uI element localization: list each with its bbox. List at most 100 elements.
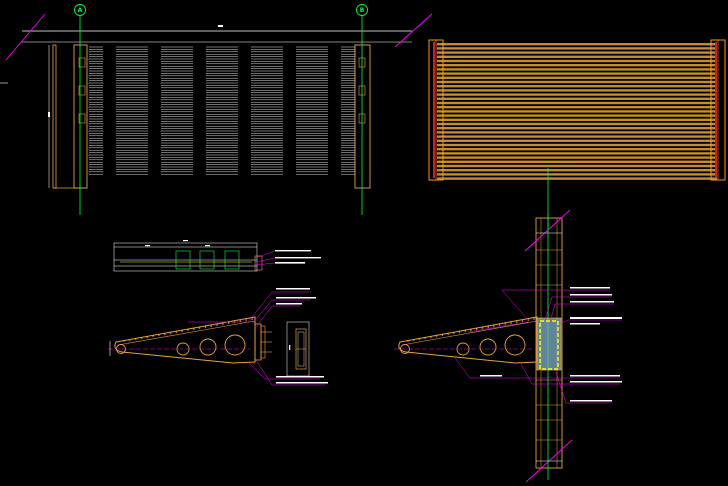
plan-slat xyxy=(437,106,717,109)
flange-dot xyxy=(187,329,189,331)
cross-section-bar xyxy=(297,331,305,367)
plan-detail-box-2 xyxy=(199,250,215,270)
cantilever-arm-right xyxy=(398,316,538,364)
svg-text:A: A xyxy=(78,7,83,14)
plan-slat xyxy=(437,47,717,50)
plan-detail-text-mark-2 xyxy=(183,240,188,242)
plan-detail-leader-1 xyxy=(254,250,276,259)
flange-dot xyxy=(533,318,535,320)
right-note-3 xyxy=(570,301,614,303)
column-outline xyxy=(535,217,563,469)
flange-dot xyxy=(193,328,195,330)
plan-slat xyxy=(437,89,717,92)
flange-dot xyxy=(129,339,131,341)
plan-detail-note-2 xyxy=(275,257,321,259)
left-leader-5 xyxy=(255,359,325,386)
flange-dot xyxy=(510,322,512,324)
left-note-3 xyxy=(276,303,302,305)
left-note-4 xyxy=(276,376,324,378)
flange-dot xyxy=(475,328,478,330)
flange-dot xyxy=(504,323,507,325)
dimension-tick-left xyxy=(5,13,46,61)
louver-panel xyxy=(251,46,283,175)
right-note-9 xyxy=(570,400,612,402)
plan-slat xyxy=(437,55,717,58)
flange-dot xyxy=(198,327,201,329)
cross-section-label-mark xyxy=(289,345,291,350)
plan-detail-outline xyxy=(113,242,258,272)
axis-bubble-b: B xyxy=(356,4,368,16)
plan-slat xyxy=(437,148,717,151)
flange-dot xyxy=(175,331,178,333)
left-leader-2 xyxy=(251,299,310,325)
plan-slat xyxy=(437,110,717,113)
plan-slat xyxy=(437,59,717,63)
right-leader-1 xyxy=(501,289,610,321)
flange-dot xyxy=(407,340,409,342)
plan-slat xyxy=(437,118,717,121)
flange-dot xyxy=(441,334,444,336)
flange-dot xyxy=(424,337,427,339)
left-note-2 xyxy=(276,297,316,299)
flange-dot xyxy=(169,332,172,334)
plan-slat xyxy=(437,127,717,130)
plan-slat xyxy=(437,135,717,138)
plan-slat xyxy=(437,177,717,180)
flange-dot xyxy=(245,319,247,321)
canopy-plan-view xyxy=(428,39,726,232)
plan-detail-note-1 xyxy=(275,250,311,252)
flange-dot xyxy=(222,323,224,325)
plan-slat xyxy=(437,80,717,84)
plan-detail-box-1 xyxy=(175,250,191,270)
right-leader-7 xyxy=(555,371,612,404)
flange-dot xyxy=(435,335,438,337)
plan-slat xyxy=(437,143,717,147)
plan-left-red-edge xyxy=(433,42,435,178)
right-note-7 xyxy=(570,375,620,377)
canopy-elevation-view: A B xyxy=(0,4,433,215)
plan-detail-box-3 xyxy=(224,250,240,270)
bracket-section-right xyxy=(394,209,622,483)
plan-detail-view xyxy=(113,240,321,272)
louver-panel xyxy=(161,46,193,175)
dimension-tick-right xyxy=(394,13,433,48)
right-leader-6 xyxy=(519,361,620,385)
left-leader-1 xyxy=(247,291,310,323)
left-post xyxy=(52,44,57,189)
flange-dot xyxy=(498,324,501,326)
svg-text:B: B xyxy=(360,7,365,14)
arm-top-dots xyxy=(123,318,253,342)
plan-slat xyxy=(437,164,717,168)
louver-panel xyxy=(296,46,328,175)
flange-dot xyxy=(146,336,149,338)
arm-right-top-flange xyxy=(401,320,538,346)
flange-dot xyxy=(430,336,432,338)
flange-dot xyxy=(204,326,207,328)
arm-right-hole-3 xyxy=(504,334,526,356)
flange-dot xyxy=(251,318,253,320)
flange-dot xyxy=(123,340,125,342)
cantilever-arm xyxy=(114,316,256,364)
plan-slat xyxy=(437,152,717,155)
right-leader-5 xyxy=(454,357,620,379)
arm-hole-2 xyxy=(199,338,217,356)
left-leader-3 xyxy=(255,305,300,328)
flange-dot xyxy=(481,327,484,329)
dimension-text-mark xyxy=(218,25,223,27)
arm-right-top-dots xyxy=(407,318,535,342)
bracket-section-left xyxy=(108,288,328,386)
plan-slat xyxy=(437,43,717,46)
flange-dot xyxy=(516,321,518,323)
flange-dot xyxy=(140,337,143,339)
flange-dot xyxy=(134,338,137,340)
plan-slat xyxy=(437,68,717,71)
louver-panel xyxy=(89,46,103,175)
plan-slat xyxy=(437,131,717,134)
flange-dot xyxy=(158,334,160,336)
flange-dot xyxy=(163,333,166,335)
plan-detail-leader-2 xyxy=(254,257,276,263)
side-dimension-text-mark xyxy=(48,112,50,117)
left-note-5 xyxy=(276,382,328,384)
flange-dot xyxy=(521,320,524,322)
